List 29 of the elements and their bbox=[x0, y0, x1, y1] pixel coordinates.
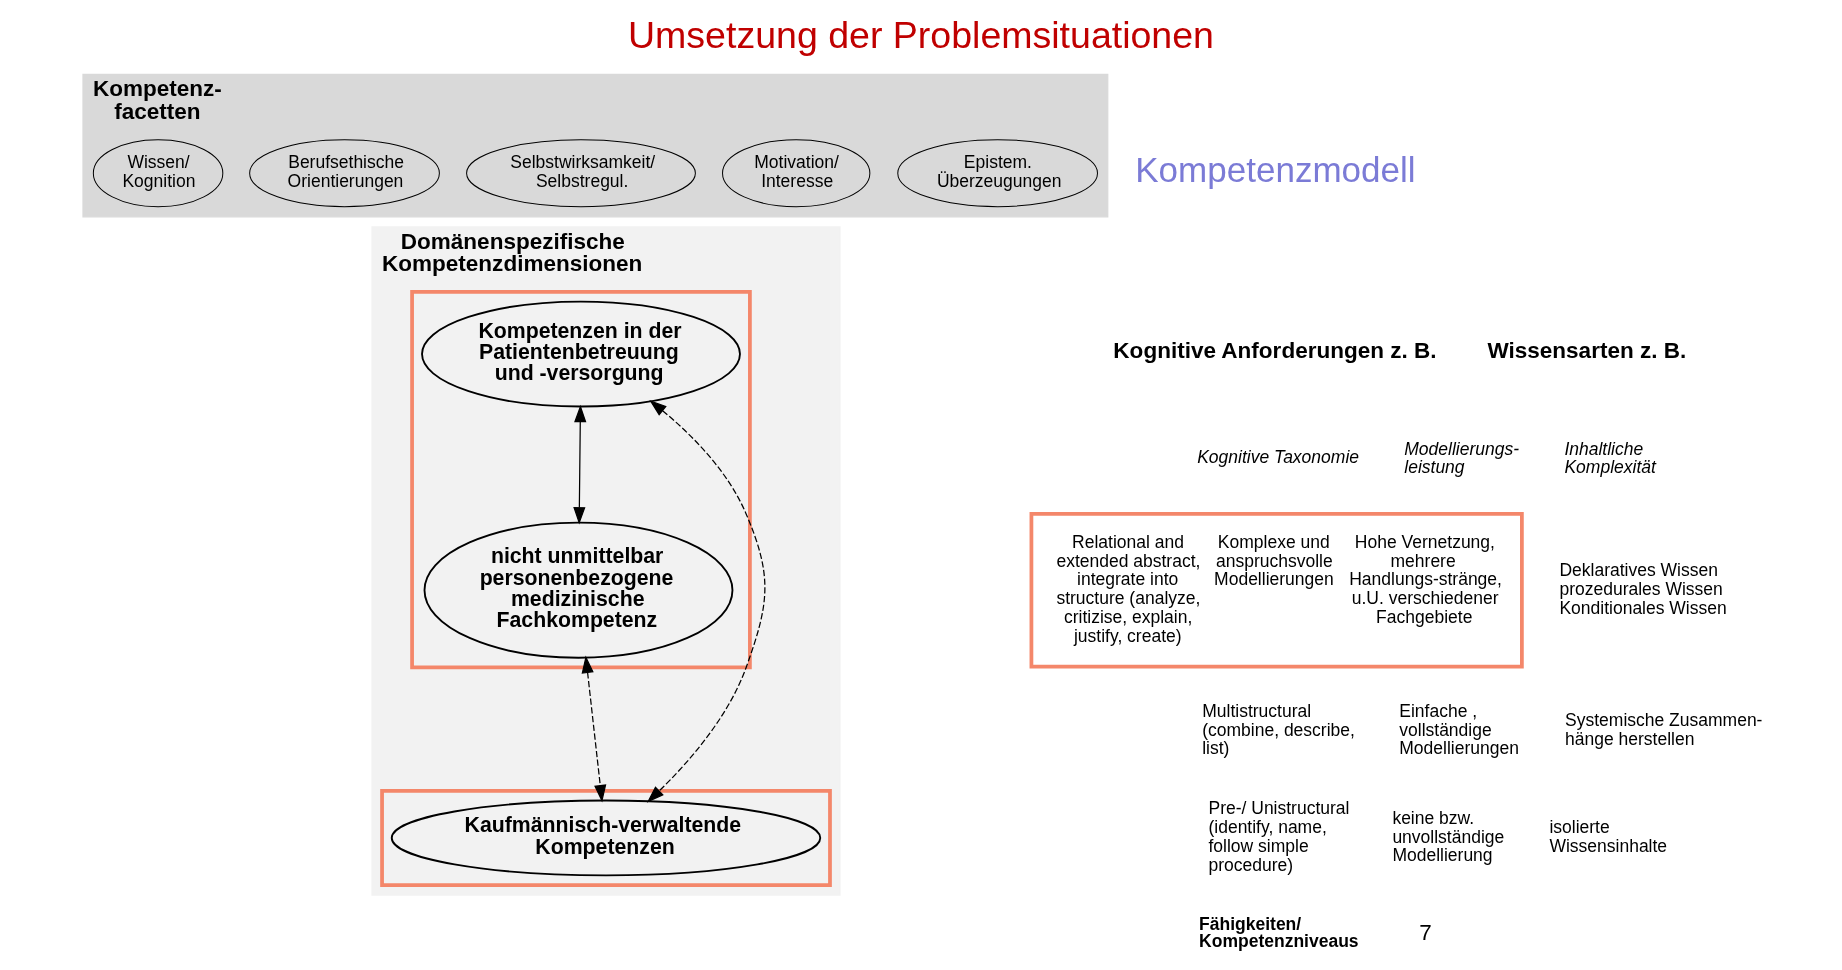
label: Fähigkeiten/ Kompetenzniveaus bbox=[1199, 913, 1359, 952]
label: Kognitive Taxonomie bbox=[1197, 447, 1360, 468]
label: Multistructural (combine, describe, list) bbox=[1202, 700, 1355, 759]
node-ellipse: Berufsethische Orientierungen bbox=[249, 139, 440, 208]
node-ellipse: Epistem. Überzeugungen bbox=[897, 139, 1098, 208]
node-ellipse: Kaufmännisch-verwaltende Kompetenzen bbox=[390, 799, 822, 877]
node-ellipse: Wissen/ Kognition bbox=[92, 139, 224, 208]
label: Kompetenzmodell bbox=[1135, 149, 1416, 189]
label: Kognitive Anforderungen z. B. bbox=[1113, 338, 1437, 364]
label: Wissensarten z. B. bbox=[1487, 338, 1687, 364]
label: 7 bbox=[1419, 919, 1432, 945]
label: Einfache , vollständige Modellierungen bbox=[1399, 700, 1519, 759]
label: Deklaratives Wissen prozedurales Wissen Konditionales Wissen bbox=[1559, 560, 1727, 618]
label: isolierte Wissensinhalte bbox=[1549, 817, 1668, 856]
cluster bbox=[410, 290, 752, 670]
label: keine bzw. unvollständige Modellierung bbox=[1392, 807, 1505, 866]
arrow bbox=[573, 404, 587, 525]
node-ellipse: Kompetenzen in der Patientenbetreuung und -versorgung bbox=[421, 300, 741, 408]
label: Modellierungs- leistung bbox=[1404, 439, 1520, 477]
arrow bbox=[581, 655, 607, 803]
node-ellipse: Selbstwirksamkeit/ Selbstregul. bbox=[466, 139, 696, 208]
arrow bbox=[646, 399, 766, 803]
label: Inhaltliche Komplexität bbox=[1564, 439, 1656, 477]
node-box: Relational and extended abstract, integrate into structure (analyze, critizise, explain, justify, create) Komplexe und anspruchsvolle Modellierungen Hohe Vernetzung, mehrere Handlungs-stränge, u.U. verschiedener Fachgebiete bbox=[1029, 512, 1524, 669]
label: Systemische Zusammen- hänge herstellen bbox=[1565, 710, 1763, 749]
diagram-title: Umsetzung der Problemsituationen bbox=[628, 14, 1214, 57]
node-ellipse: Motivation/ Interesse bbox=[722, 139, 871, 208]
label: Pre-/ Unistructural (identify, name, follow simple procedure) bbox=[1208, 798, 1350, 875]
node-ellipse: nicht unmittelbar personenbezogene medizinische Fachkompetenz bbox=[423, 521, 734, 659]
